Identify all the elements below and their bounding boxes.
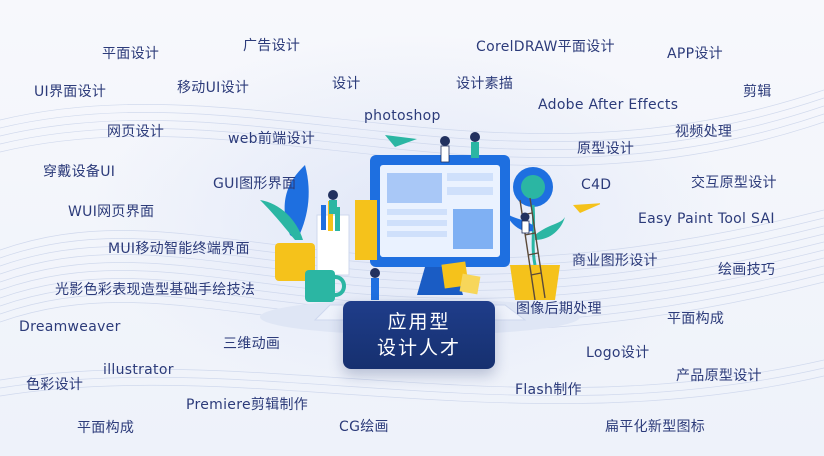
tag-video-processing: 视频处理: [675, 124, 733, 140]
tag-ui-design: UI界面设计: [34, 84, 107, 100]
tag-flash: Flash制作: [515, 382, 582, 398]
badge-line-2: 设计人才: [376, 337, 461, 359]
tag-design-sketch: 设计素描: [456, 76, 514, 92]
tag-graphic-design: 平面设计: [102, 46, 160, 62]
tag-plane-composition-left: 平面构成: [77, 420, 135, 436]
tag-app-design: APP设计: [667, 46, 723, 62]
tag-color-design: 色彩设计: [26, 377, 84, 393]
tag-flat-icons: 扁平化新型图标: [605, 419, 706, 435]
tag-hand-drawing-techniques: 光影色彩表现造型基础手绘技法: [55, 282, 256, 298]
tag-painting-skills: 绘画技巧: [718, 262, 776, 278]
tag-interactive-prototype: 交互原型设计: [691, 175, 777, 191]
tag-design: 设计: [332, 76, 361, 92]
tag-premiere: Premiere剪辑制作: [186, 397, 309, 413]
tag-image-post-processing: 图像后期处理: [516, 301, 602, 317]
tag-dreamweaver: Dreamweaver: [19, 319, 121, 335]
tag-after-effects: Adobe After Effects: [538, 97, 679, 113]
tag-c4d: C4D: [581, 177, 612, 193]
tag-web-frontend: web前端设计: [228, 131, 316, 147]
tag-wearable-ui: 穿戴设备UI: [43, 164, 116, 180]
tag-mobile-ui-design: 移动UI设计: [177, 80, 250, 96]
tag-gui: GUI图形界面: [213, 176, 297, 192]
tag-3d-animation: 三维动画: [223, 336, 281, 352]
tag-commercial-graphics: 商业图形设计: [572, 253, 658, 269]
tag-advertising-design: 广告设计: [243, 38, 301, 54]
tag-cg-painting: CG绘画: [339, 419, 389, 435]
tag-plane-composition-right: 平面构成: [667, 311, 725, 327]
tag-photoshop: photoshop: [364, 108, 441, 124]
tag-logo-design: Logo设计: [586, 345, 650, 361]
badge-line-1: 应用型: [387, 311, 451, 333]
tag-web-design: 网页设计: [107, 124, 165, 140]
tag-coreldraw-design: CorelDRAW平面设计: [476, 39, 615, 55]
tag-prototype-design: 原型设计: [577, 141, 635, 157]
tag-wui: WUI网页界面: [68, 204, 155, 220]
tag-editing: 剪辑: [743, 84, 772, 100]
tag-easy-paint-tool-sai: Easy Paint Tool SAI: [638, 211, 775, 227]
tag-product-prototype: 产品原型设计: [676, 368, 762, 384]
applied-talent-badge: 应用型 设计人才: [343, 301, 495, 369]
tag-illustrator: illustrator: [103, 362, 174, 378]
tag-mui: MUI移动智能终端界面: [108, 241, 250, 257]
